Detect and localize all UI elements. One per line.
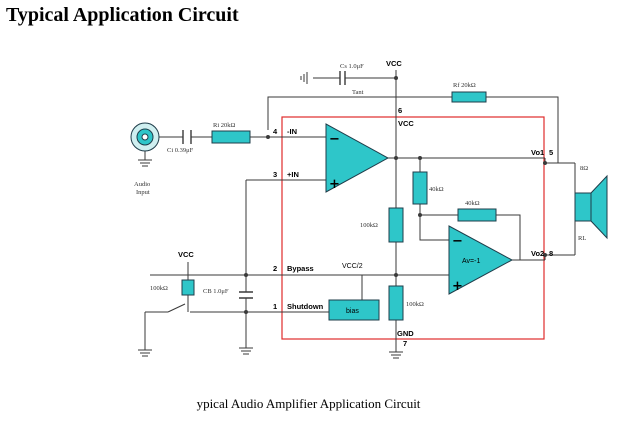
pin6-label: 6 bbox=[398, 106, 402, 115]
ci-capacitor bbox=[182, 130, 192, 144]
vcc-label-sd: VCC bbox=[178, 250, 194, 259]
amp1-plus: + bbox=[329, 177, 340, 192]
page-title: Typical Application Circuit bbox=[6, 4, 239, 26]
cs-label: Cs 1.0μF bbox=[340, 63, 364, 70]
audio-input-jack bbox=[130, 122, 160, 152]
r40-fb-label: 40kΩ bbox=[465, 200, 480, 207]
vcc-label-top: VCC bbox=[386, 59, 402, 68]
pin7-label: 7 bbox=[403, 339, 407, 348]
cb-label: CB 1.0μF bbox=[203, 288, 229, 295]
audio-input-label-line2: Input bbox=[136, 189, 150, 196]
r100-mid-resistor bbox=[388, 207, 404, 243]
cb-capacitor bbox=[239, 291, 253, 299]
ci-label: Ci 0.39μF bbox=[167, 147, 194, 154]
rf-label: Rf 20kΩ bbox=[453, 82, 476, 89]
amp2-plus: + bbox=[452, 279, 463, 294]
op-amp-1 bbox=[325, 123, 390, 193]
ic-boundary bbox=[281, 116, 545, 340]
gnd-label: GND bbox=[397, 329, 414, 338]
inp-label: +IN bbox=[287, 170, 299, 179]
op-amp-2 bbox=[448, 225, 514, 295]
ri-resistor bbox=[211, 130, 251, 144]
r40-top-label: 40kΩ bbox=[429, 186, 444, 193]
bias-label: bias bbox=[346, 308, 359, 315]
inm-label: -IN bbox=[287, 127, 297, 136]
pin8-label: 8 bbox=[549, 249, 553, 258]
pin5-label: 5 bbox=[549, 148, 553, 157]
r100-sd-label: 100kΩ bbox=[150, 285, 168, 292]
vo1-label: Vo1 bbox=[531, 148, 544, 157]
pin3-label: 3 bbox=[273, 170, 277, 179]
r100-bot-resistor bbox=[388, 285, 404, 321]
wires bbox=[144, 70, 576, 352]
junction-dots bbox=[244, 76, 547, 314]
cs-type-label: Tant bbox=[352, 89, 364, 96]
amp2-minus: − bbox=[452, 234, 463, 249]
pin2-label: 2 bbox=[273, 264, 277, 273]
audio-input-label-line1: Audio bbox=[134, 181, 150, 188]
figure-caption: ypical Audio Amplifier Application Circu… bbox=[196, 396, 421, 411]
vo2-label: Vo2 bbox=[531, 249, 544, 258]
shutdown-label: Shutdown bbox=[287, 302, 324, 311]
r100-mid-label: 100kΩ bbox=[360, 222, 378, 229]
bias-block bbox=[328, 299, 380, 321]
r40-top-resistor bbox=[412, 171, 428, 205]
r100-bot-label: 100kΩ bbox=[406, 301, 424, 308]
pin4-label: 4 bbox=[273, 127, 278, 136]
r100-shutdown-resistor bbox=[181, 279, 195, 296]
vcc-label-ic: VCC bbox=[398, 119, 414, 128]
ground-symbols bbox=[138, 72, 403, 359]
pin1-label: 1 bbox=[273, 302, 277, 311]
rf-resistor bbox=[451, 91, 487, 103]
ri-label: Ri 20kΩ bbox=[213, 122, 236, 129]
r40-feedback-resistor bbox=[457, 208, 497, 222]
speaker-icon bbox=[574, 174, 608, 240]
rl-label: RL bbox=[578, 235, 586, 242]
speaker-ohm-label: 8Ω bbox=[580, 165, 588, 172]
amp2-gain-label: Av=-1 bbox=[462, 258, 480, 265]
vcc-half-label: VCC/2 bbox=[342, 263, 363, 270]
amp1-minus: − bbox=[329, 132, 340, 147]
cs-capacitor bbox=[339, 71, 346, 85]
bypass-label: Bypass bbox=[287, 264, 314, 273]
